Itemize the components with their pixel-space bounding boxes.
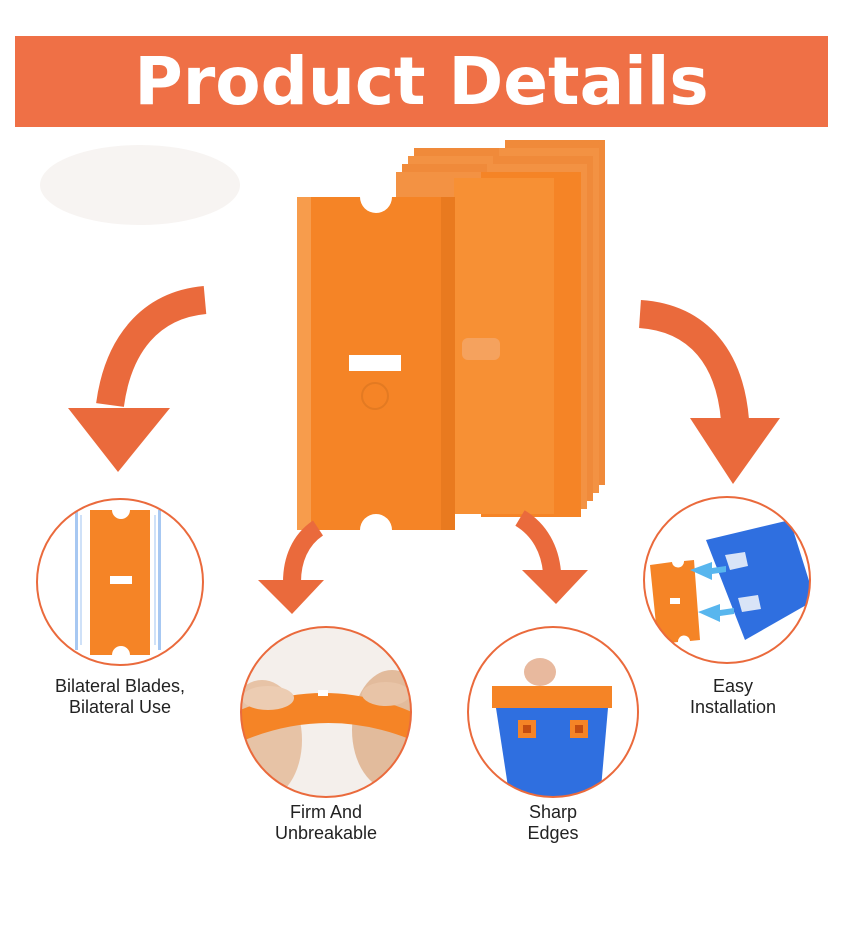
- arrow-right-icon: [638, 300, 780, 484]
- caption-sharp-edges: Sharp Edges: [527, 802, 579, 843]
- scraper-edge-icon: [467, 626, 639, 798]
- title-banner: Product Details: [15, 36, 828, 127]
- caption-easy-installation: Easy Installation: [689, 676, 777, 717]
- background-smudge: [40, 145, 240, 225]
- arrow-lower-left-icon: [258, 520, 324, 614]
- caption-bilateral-blades: Bilateral Blades, Bilateral Use: [54, 676, 186, 717]
- page-title: Product Details: [134, 43, 709, 120]
- double-edged-blade-icon: [36, 498, 204, 666]
- blade-front: [297, 197, 455, 530]
- caption-firm-unbreakable: Firm And Unbreakable: [274, 802, 378, 843]
- bending-blade-hands-icon: [240, 626, 412, 798]
- blade-into-holder-icon: [643, 496, 811, 664]
- arrow-left-icon: [68, 286, 207, 472]
- arrow-lower-right-icon: [514, 510, 588, 604]
